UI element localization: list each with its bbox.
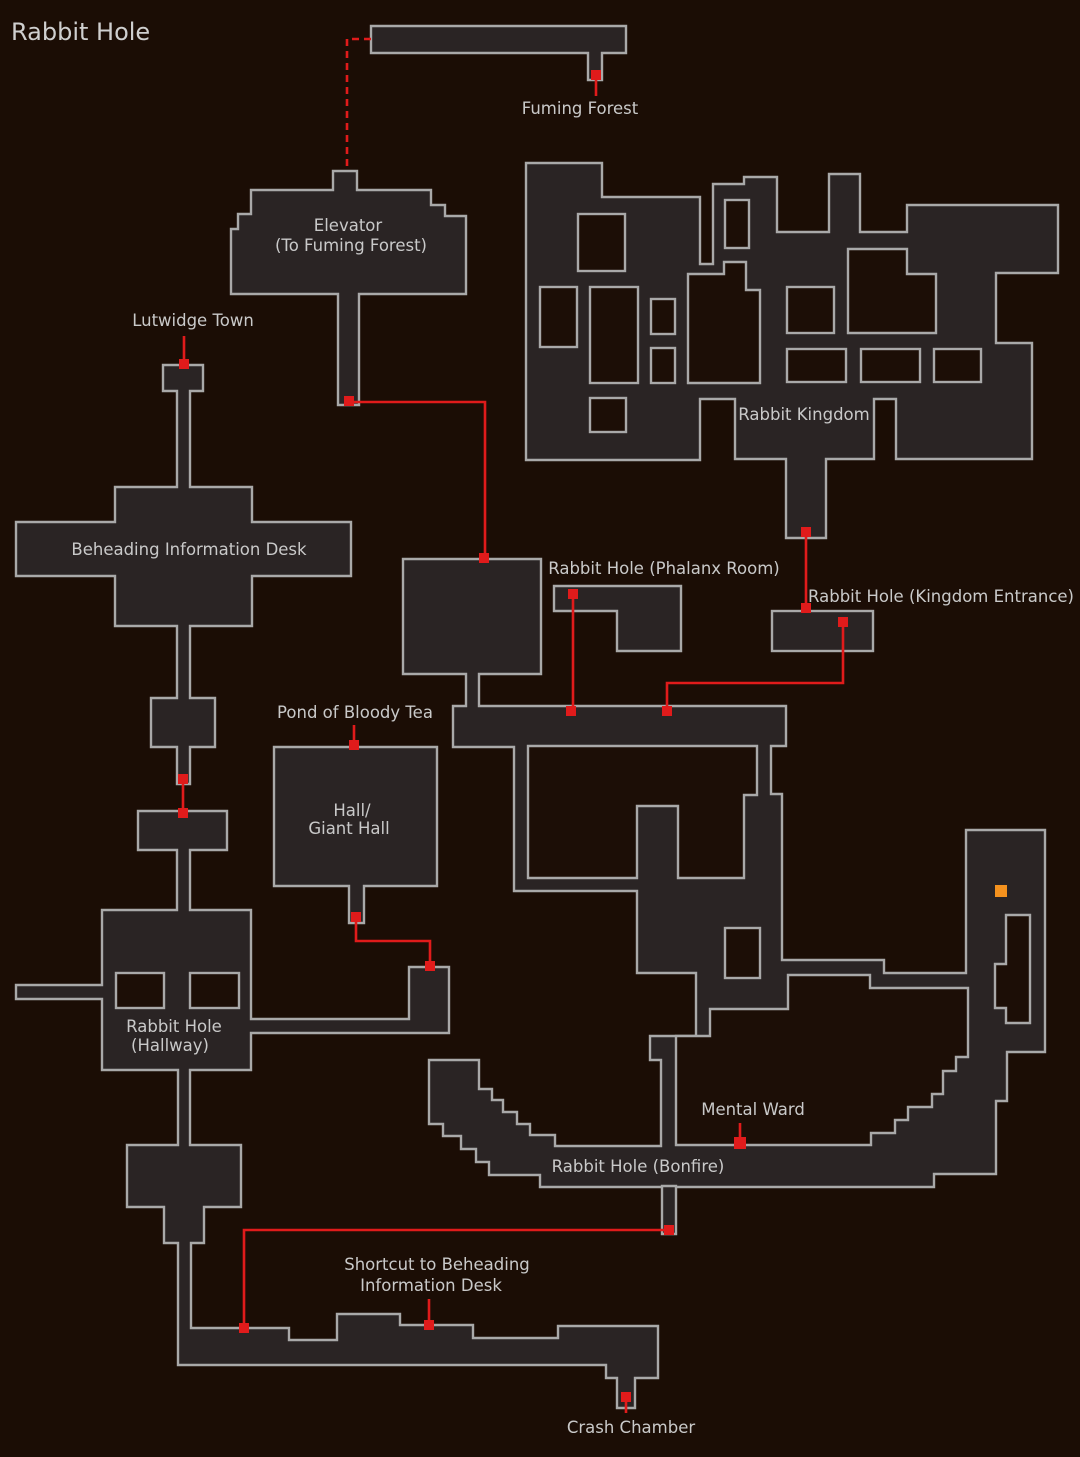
room-fuming-corridor: [369, 24, 628, 82]
elevator-link: [345, 37, 371, 166]
label-hallway-line1: Rabbit Hole: [126, 1017, 222, 1036]
node-mental-ward: [734, 1137, 746, 1149]
node-fuming-forest: [591, 70, 601, 80]
node-central-b: [662, 706, 672, 716]
node-crash-chamber: [621, 1392, 631, 1402]
node-central-top: [479, 553, 489, 563]
node-beheading-bottom: [178, 774, 188, 784]
room-hallway: [14, 809, 660, 1410]
nodes-layer: [178, 70, 1007, 1402]
node-shortcut: [424, 1320, 434, 1330]
giant-hall-link: [354, 917, 432, 966]
label-bonfire: Rabbit Hole (Bonfire): [552, 1157, 725, 1176]
node-central-a: [566, 706, 576, 716]
room-kingdom-entrance: [770, 609, 875, 653]
kingdom-entrance-link: [665, 622, 845, 711]
label-shortcut-line2: Information Desk: [360, 1276, 502, 1295]
room-giant-hall: [272, 745, 439, 925]
label-beheading-desk: Beheading Information Desk: [71, 540, 307, 559]
label-rabbit-kingdom: Rabbit Kingdom: [738, 405, 869, 424]
room-phalanx: [552, 584, 683, 653]
rabbit-kingdom-inner-walls: [538, 198, 983, 434]
node-bonfire-stem: [664, 1225, 674, 1235]
node-shortcut-west: [239, 1323, 249, 1333]
labels-layer: Fuming Forest Elevator (To Fuming Forest…: [71, 99, 1074, 1437]
label-pond: Pond of Bloody Tea: [277, 703, 433, 722]
node-hallway-east: [425, 961, 435, 971]
label-giant-hall-line2: Giant Hall: [308, 819, 389, 838]
node-pond: [349, 740, 359, 750]
label-lutwidge-town: Lutwidge Town: [132, 311, 254, 330]
node-giant-hall-bottom: [351, 912, 361, 922]
label-mental-ward: Mental Ward: [701, 1100, 805, 1119]
label-elevator-line2: (To Fuming Forest): [275, 236, 427, 255]
node-elevator-shaft: [344, 396, 354, 406]
label-crash-chamber: Crash Chamber: [567, 1418, 696, 1437]
label-kingdom-entrance: Rabbit Hole (Kingdom Entrance): [808, 587, 1074, 606]
label-elevator-line1: Elevator: [314, 216, 383, 235]
node-kingdom-entrance-top: [801, 603, 811, 613]
elevator-central-link: [349, 400, 487, 558]
bonfire-shortcut-link: [242, 1228, 669, 1328]
node-lutwidge-town: [179, 359, 189, 369]
rooms-layer: [14, 24, 1060, 1410]
node-rabbit-kingdom: [801, 527, 811, 537]
map-title: Rabbit Hole: [11, 18, 150, 46]
player-marker: [995, 885, 1007, 897]
label-fuming-forest: Fuming Forest: [522, 99, 639, 118]
node-phalanx-room: [568, 589, 578, 599]
label-phalanx-room: Rabbit Hole (Phalanx Room): [548, 559, 779, 578]
room-beheading-desk: [14, 363, 353, 786]
central-inner-walls: [526, 744, 1032, 1147]
label-hallway-line2: (Hallway): [131, 1036, 209, 1055]
hallway-inner-walls: [114, 971, 241, 1010]
label-giant-hall-line1: Hall/: [333, 801, 371, 820]
node-hallway-top: [178, 808, 188, 818]
connections-layer: [181, 37, 845, 1413]
node-kingdom-entrance: [838, 617, 848, 627]
label-shortcut-line1: Shortcut to Beheading: [344, 1255, 530, 1274]
room-bonfire-stem: [660, 1184, 678, 1236]
room-elevator: [229, 169, 468, 407]
